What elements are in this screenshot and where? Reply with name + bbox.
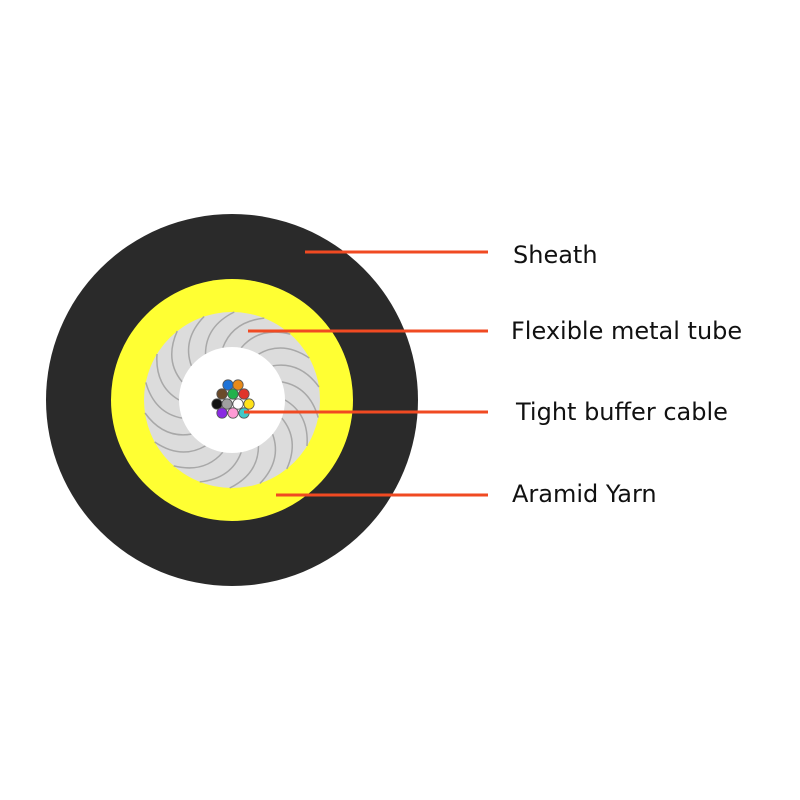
metal-tube-label: Flexible metal tube bbox=[511, 317, 742, 345]
metal-tube-spiral-line bbox=[272, 364, 320, 388]
tight-buffer-fiber bbox=[243, 398, 255, 410]
metal-tube-spiral-line bbox=[258, 347, 310, 359]
tight-buffer-fiber bbox=[238, 388, 250, 400]
metal-tube-spiral-line bbox=[173, 451, 224, 469]
metal-tube-spiral-line bbox=[222, 317, 265, 349]
inner-core bbox=[179, 347, 285, 453]
tight-buffer-fiber bbox=[232, 379, 244, 391]
tight-buffer-fiber bbox=[216, 388, 228, 400]
metal-tube-spiral-line bbox=[204, 311, 235, 355]
aramid-yarn-label: Aramid Yarn bbox=[512, 480, 657, 508]
metal-tube-spiral-line bbox=[284, 399, 308, 447]
tight-buffer-fiber bbox=[232, 398, 244, 410]
metal-tube-spiral-line bbox=[281, 417, 293, 470]
metal-tube-spiral-line bbox=[259, 433, 277, 485]
tight-buffer-fiber bbox=[227, 407, 239, 419]
tight-buffer-fiber bbox=[221, 398, 233, 410]
metal-tube-spiral-line bbox=[154, 441, 206, 453]
tight-buffer-fiber bbox=[227, 388, 239, 400]
metal-tube-spiral-line bbox=[145, 382, 183, 419]
metal-tube-spiral-line bbox=[229, 445, 260, 489]
metal-tube-spiral-line bbox=[199, 451, 242, 483]
metal-tube-spiral-line bbox=[156, 353, 180, 401]
tight-buffer-label: Tight buffer cable bbox=[515, 398, 728, 426]
metal-tube-spiral-line bbox=[187, 315, 205, 367]
metal-tube-spiral-line bbox=[240, 331, 291, 349]
sheath-label: Sheath bbox=[513, 241, 598, 269]
metal-tube-spiral-line bbox=[144, 412, 192, 436]
tight-buffer-fiber bbox=[216, 407, 228, 419]
metal-tube-spiral-line bbox=[171, 330, 183, 383]
